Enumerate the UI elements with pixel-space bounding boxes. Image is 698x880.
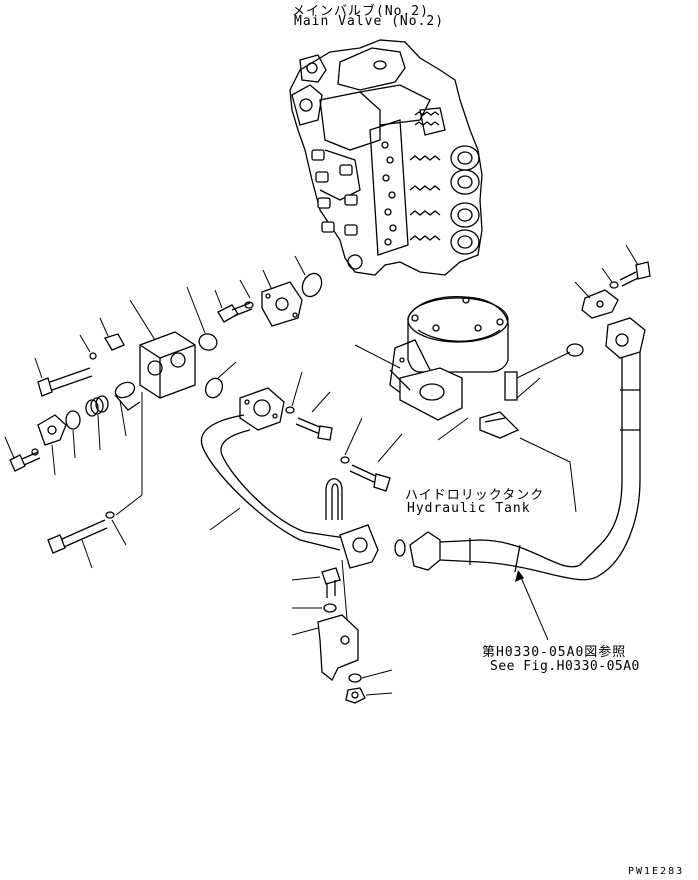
bolt-icon: [619, 244, 651, 287]
washer-icon: [89, 352, 97, 360]
bolt-icon: [291, 567, 341, 598]
drawing-code: PW1E283: [628, 866, 685, 877]
leader-line: [186, 286, 206, 334]
washer-icon: [285, 406, 295, 414]
bolt-icon: [349, 433, 403, 492]
plug-icon: [114, 381, 141, 437]
leader-line: [361, 669, 393, 679]
leader-line: [344, 417, 363, 456]
washer-icon: [348, 673, 362, 683]
block-icon: [115, 331, 196, 516]
bolt-icon: [47, 519, 108, 569]
main-valve-label-en: Main Valve (No.2): [294, 14, 445, 29]
o-ring-icon: [204, 377, 224, 399]
leader-line: [214, 289, 223, 309]
bracket-icon: [291, 614, 359, 682]
arrow-icon: [515, 570, 524, 582]
washer-icon: [244, 301, 254, 309]
leader-line: [129, 299, 156, 341]
o-ring-icon: [394, 539, 406, 557]
spring-icon: [85, 395, 109, 451]
leader-line: [111, 519, 127, 546]
see-figure-label-jp: 第H0330-05A0図参照: [482, 645, 627, 660]
clamp-icon: [99, 317, 125, 351]
washer-icon: [105, 511, 115, 519]
bolt-icon: [34, 357, 93, 397]
flange-icon: [261, 281, 303, 327]
leader-line: [79, 334, 91, 353]
washer-icon: [340, 456, 350, 464]
o-ring-icon: [566, 343, 584, 357]
bolt-icon: [295, 391, 333, 441]
see-figure-label-en: See Fig.H0330-05A0: [490, 659, 640, 674]
o-ring-icon: [65, 410, 81, 430]
o-ring-icon: [301, 272, 323, 298]
flange-icon: [574, 281, 619, 319]
washer-icon: [609, 281, 619, 289]
leader-line: [601, 267, 613, 283]
bolt-icon: [217, 302, 253, 323]
leader-line: [291, 371, 303, 407]
clamp-icon: [325, 478, 343, 520]
washer-icon: [323, 603, 337, 613]
main-valve-icon: [289, 39, 483, 276]
nut-icon: [345, 687, 393, 704]
hydraulic-tank-label-jp: ハイドロリックタンク: [405, 488, 545, 503]
pipe-icon: [200, 387, 379, 569]
hydraulic-tank-icon: [354, 296, 577, 513]
leader-line: [262, 269, 273, 291]
reference-leader: [519, 574, 549, 641]
main-valve-label-jp: メインバルブ(No.2): [292, 4, 429, 19]
leader-line: [294, 255, 306, 276]
flange-icon: [37, 414, 67, 476]
leader-line: [72, 429, 76, 459]
leader-line: [239, 279, 251, 299]
bolt-icon: [4, 436, 41, 472]
leader-line: [217, 361, 237, 379]
hydraulic-tank-label-en: Hydraulic Tank: [407, 501, 531, 516]
o-ring-icon: [198, 333, 218, 351]
hose-icon: [409, 317, 646, 581]
